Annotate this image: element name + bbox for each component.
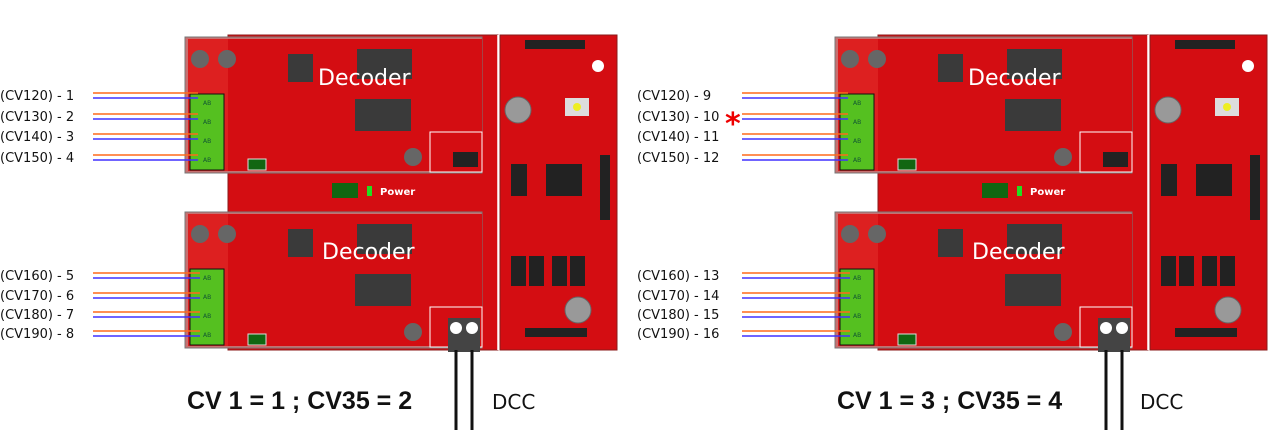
pin-label: AB xyxy=(203,157,211,164)
decoder-label: Decoder xyxy=(968,66,1061,91)
pin-label: AB xyxy=(853,138,861,145)
decoder-board: AB AB AB AB xyxy=(834,36,1133,174)
header-connector xyxy=(1250,155,1260,220)
pin-label: AB xyxy=(853,100,861,107)
power-led xyxy=(367,186,372,196)
header-connector xyxy=(525,328,587,337)
pin-label: AB xyxy=(203,332,211,339)
decoder-board: AB AB AB AB xyxy=(184,211,483,349)
pin-label: AB xyxy=(853,157,861,164)
output-label: (CV160) - 5 xyxy=(0,269,75,284)
output-label: (CV180) - 15 xyxy=(637,308,720,323)
header-connector xyxy=(1175,40,1235,49)
pin-label: AB xyxy=(853,275,861,282)
pin-label: AB xyxy=(853,332,861,339)
output-label: (CV130) - 10 xyxy=(637,110,720,125)
output-label: (CV190) - 16 xyxy=(637,327,720,342)
decoder-label: Decoder xyxy=(318,66,411,91)
cv-caption: CV 1 = 3 ; CV35 = 4 xyxy=(837,387,1063,415)
decoder-board: AB AB AB AB xyxy=(834,211,1133,349)
output-label: (CV180) - 7 xyxy=(0,308,75,323)
decoder-label: Decoder xyxy=(972,240,1065,265)
pin-label: AB xyxy=(853,119,861,126)
pin-label: AB xyxy=(203,119,211,126)
power-jack xyxy=(332,183,358,198)
output-label: (CV130) - 2 xyxy=(0,110,75,125)
terminal-connector xyxy=(189,93,225,171)
pin-label: AB xyxy=(203,138,211,145)
header-connector xyxy=(525,40,585,49)
terminal-connector xyxy=(839,268,875,346)
capacitor xyxy=(1154,96,1182,124)
dcc-label: DCC xyxy=(1140,390,1184,414)
cv-caption: CV 1 = 1 ; CV35 = 2 xyxy=(187,387,413,415)
output-label: (CV120) - 9 xyxy=(637,89,712,104)
output-label: (CV170) - 14 xyxy=(637,289,720,304)
pin-label: AB xyxy=(203,294,211,301)
output-label: (CV140) - 11 xyxy=(637,130,720,145)
dcc-label: DCC xyxy=(492,390,536,414)
asterisk-marker: * xyxy=(725,107,741,142)
pin-label: AB xyxy=(203,100,211,107)
pin-label: AB xyxy=(853,294,861,301)
power-led xyxy=(1017,186,1022,196)
output-label: (CV190) - 8 xyxy=(0,327,75,342)
power-label: Power xyxy=(380,187,416,198)
decoder-board: AB AB AB AB xyxy=(184,36,483,174)
output-label: (CV150) - 4 xyxy=(0,151,75,166)
output-label: (CV140) - 3 xyxy=(0,130,75,145)
terminal-connector xyxy=(189,268,225,346)
header-connector xyxy=(600,155,610,220)
pin-label: AB xyxy=(203,275,211,282)
terminal-connector xyxy=(839,93,875,171)
pin-label: AB xyxy=(853,313,861,320)
power-label: Power xyxy=(1030,187,1066,198)
board-assembly: AB AB AB AB AB AB AB AB xyxy=(834,34,1268,430)
output-label: (CV170) - 6 xyxy=(0,289,75,304)
header-connector xyxy=(1175,328,1237,337)
board-assembly: AB AB AB AB AB AB AB AB xyxy=(184,34,618,430)
capacitor xyxy=(504,96,532,124)
power-jack xyxy=(982,183,1008,198)
output-label: (CV150) - 12 xyxy=(637,151,720,166)
decoder-label: Decoder xyxy=(322,240,415,265)
output-label: (CV160) - 13 xyxy=(637,269,720,284)
pin-label: AB xyxy=(203,313,211,320)
output-label: (CV120) - 1 xyxy=(0,89,75,104)
